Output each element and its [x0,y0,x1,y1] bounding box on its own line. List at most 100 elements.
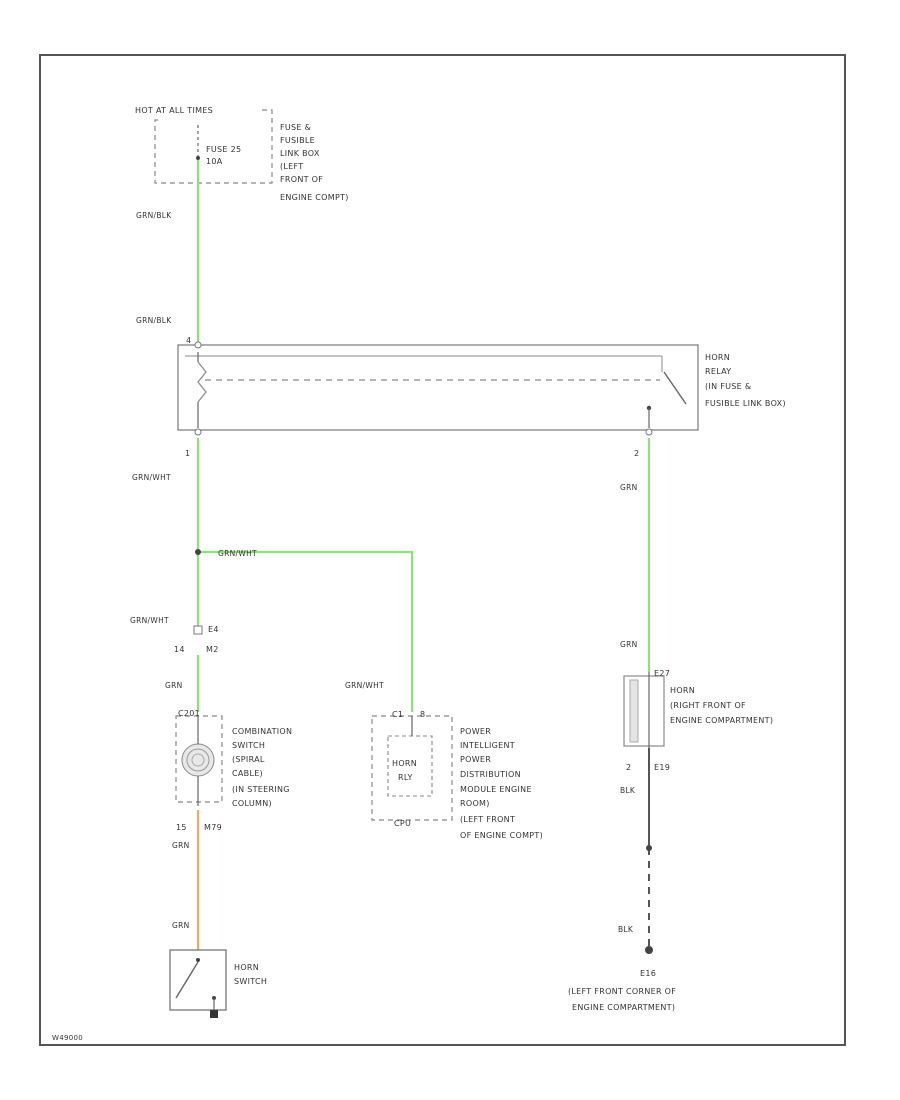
clockspring-label-line: CABLE) [232,769,263,778]
horn-switch-ground-icon [210,1010,218,1018]
fuse-box-location-line: LINK BOX [280,149,320,158]
fuse-number-label: FUSE 25 [206,145,241,154]
ground-location-line: ENGINE COMPARTMENT) [572,1003,675,1012]
wire-label: GRN [172,841,190,850]
horn-pin-label: 2 [626,763,631,772]
horn-switch-box [169,949,227,1011]
horn-label-line: ENGINE COMPARTMENT) [670,716,773,725]
horn-switch: HORN SWITCH [169,949,267,1018]
wire-label: GRN [620,483,638,492]
relay-coil-icon [197,361,207,403]
horn-connector-label: E19 [654,763,670,772]
connector-e4-icon [193,625,203,635]
horn-body-icon [623,675,665,747]
relay-pin-label: 2 [634,449,639,458]
spiral-cable-inner-ring [186,748,210,772]
relay-label-line: FUSIBLE LINK BOX) [705,399,786,408]
clockspring-connector-label: C201 [178,709,200,718]
horn-switch-contact-icon [175,961,199,999]
relay-box [177,344,699,431]
fuse-box-location-line: (LEFT [280,162,303,171]
wire-label: GRN/BLK [136,316,172,325]
pdm-outline [371,715,453,821]
ground-point: E16 (LEFT FRONT CORNER OF ENGINE COMPART… [568,845,676,1012]
fuse-box-outline [154,109,273,184]
relay-pin-4-terminal [194,341,202,349]
horn-switch-contact-dot [196,958,200,962]
diagram-code: W49000 [52,1034,83,1042]
pdm-label-line: MODULE ENGINE [460,785,532,794]
diagram-frame [39,54,846,1046]
ground-icon [645,946,653,954]
wire-label: GRN/WHT [218,549,257,558]
fuse-block: HOT AT ALL TIMES FUSE 25 10A FUSE & FUSI… [135,106,349,202]
pdm-label-line: OF ENGINE COMPT) [460,831,543,840]
ground-splice-dot [646,845,652,851]
horn-switch-label-line: HORN [234,963,259,972]
clockspring-pin-label: 15 [176,823,187,832]
pdm-label-line: (LEFT FRONT [460,815,515,824]
ground-id-label: E16 [640,969,656,978]
connector-pin-label: M2 [206,645,219,654]
relay-pin-2-terminal [645,428,653,436]
pdm-label-line: INTELLIGENT [460,741,515,750]
clockspring-label-line: COLUMN) [232,799,272,808]
horn: E27 2 E19 HORN (RIGHT FRONT OF ENGINE CO… [623,669,773,772]
fuse-box-location-line: ENGINE COMPT) [280,193,349,202]
ground-location-line: (LEFT FRONT CORNER OF [568,987,676,996]
pdm-cpu-label: CPU [394,819,411,828]
wire-label: GRN/WHT [132,473,171,482]
wire-label: GRN/BLK [136,211,172,220]
pdm-label-line: DISTRIBUTION [460,770,521,779]
wire-label: BLK [620,786,636,795]
power-distribution-module: C1 8 HORN RLY CPU POWER INTELLIGENT POWE… [371,710,543,840]
clockspring-label-line: (SPIRAL [232,755,265,764]
horn-switch-label-line: SWITCH [234,977,267,986]
horn-relay: 4 1 2 HORN RELAY (IN FUSE & FUSIBLE LINK… [177,336,786,458]
splice-dot [195,549,201,555]
clockspring-label-line: SWITCH [232,741,265,750]
pdm-label-line: POWER [460,727,491,736]
pdm-inner-label: RLY [398,773,413,782]
wire-label: GRN [172,921,190,930]
connector-pin-label: 14 [174,645,185,654]
relay-label-line: HORN [705,353,730,362]
fuse-box-location-line: FUSE & [280,123,311,132]
connector-label: E4 [208,625,219,634]
fuse-box-location-line: FRONT OF [280,175,323,184]
relay-label-line: RELAY [705,367,732,376]
wire-label: GRN [620,640,638,649]
pdm-inner-label: HORN [392,759,417,768]
wire-label: BLK [618,925,634,934]
pdm-label-line: ROOM) [460,799,490,808]
pdm-label-line: POWER [460,755,491,764]
pdm-pin-label: 8 [420,710,425,719]
clockspring-label-line: (IN STEERING [232,785,290,794]
relay-label-line: (IN FUSE & [705,382,751,391]
hot-at-all-times-label: HOT AT ALL TIMES [135,106,213,115]
horn-connector-label: E27 [654,669,670,678]
spiral-cable-core [191,753,205,767]
wires [196,160,651,950]
clockspring-label-line: COMBINATION [232,727,292,736]
fuse-box-location-line: FUSIBLE [280,136,315,145]
horn-label-line: HORN [670,686,695,695]
relay-switch-contact-icon [663,371,687,405]
connector-e4: E4 14 M2 [174,625,219,654]
wire-label: GRN [165,681,183,690]
combination-switch: C201 15 M79 COMBINATION SWITCH (SPIRAL C… [175,709,292,832]
clockspring-outline [175,715,223,803]
relay-pin-label: 4 [186,336,191,345]
horn-diaphragm-icon [629,679,639,743]
pdm-connector-label: C1 [392,710,403,719]
relay-pin-label: 1 [185,449,190,458]
wire-label: GRN/WHT [345,681,384,690]
horn-relay-internal-icon [387,735,433,797]
clockspring-connector-label: M79 [204,823,222,832]
fuse-terminal-dot [196,156,200,160]
fuse-rating-label: 10A [206,157,223,166]
relay-pin-1-terminal [194,428,202,436]
wire-label: GRN/WHT [130,616,169,625]
wire-splice-to-pdm [198,550,414,712]
